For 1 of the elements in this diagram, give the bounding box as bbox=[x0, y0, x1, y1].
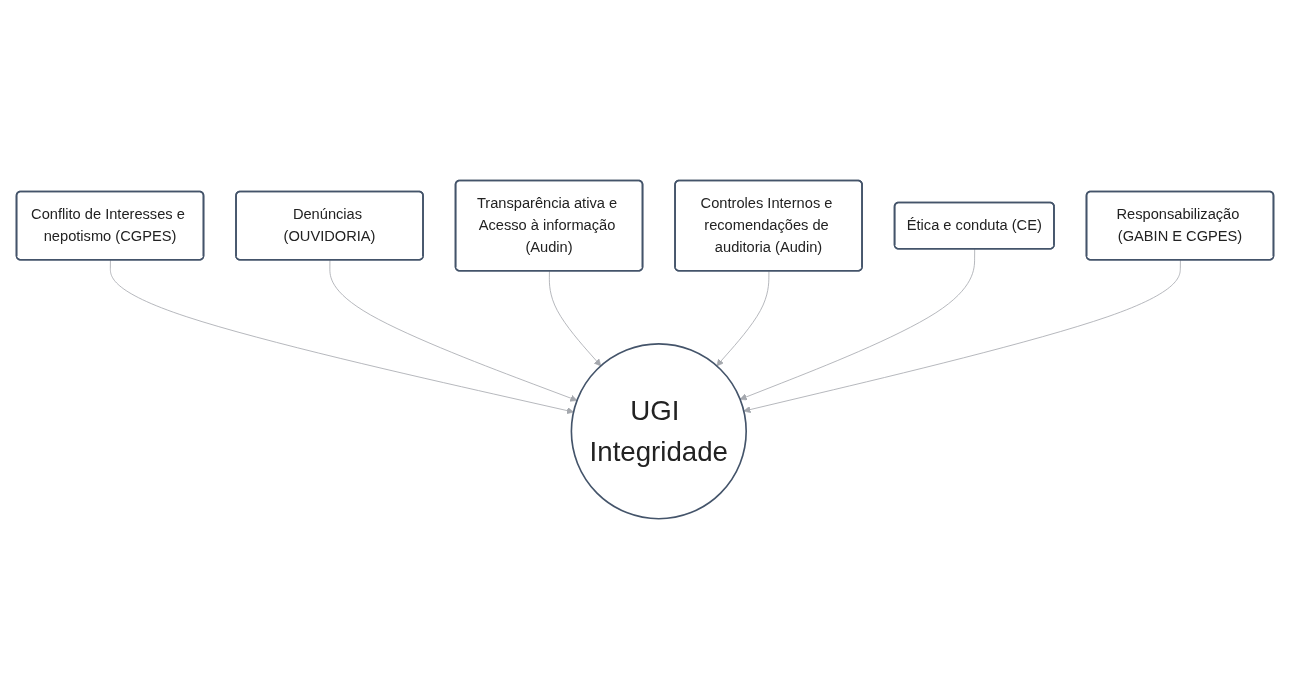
node-circle: UGI Integridade bbox=[570, 343, 747, 520]
